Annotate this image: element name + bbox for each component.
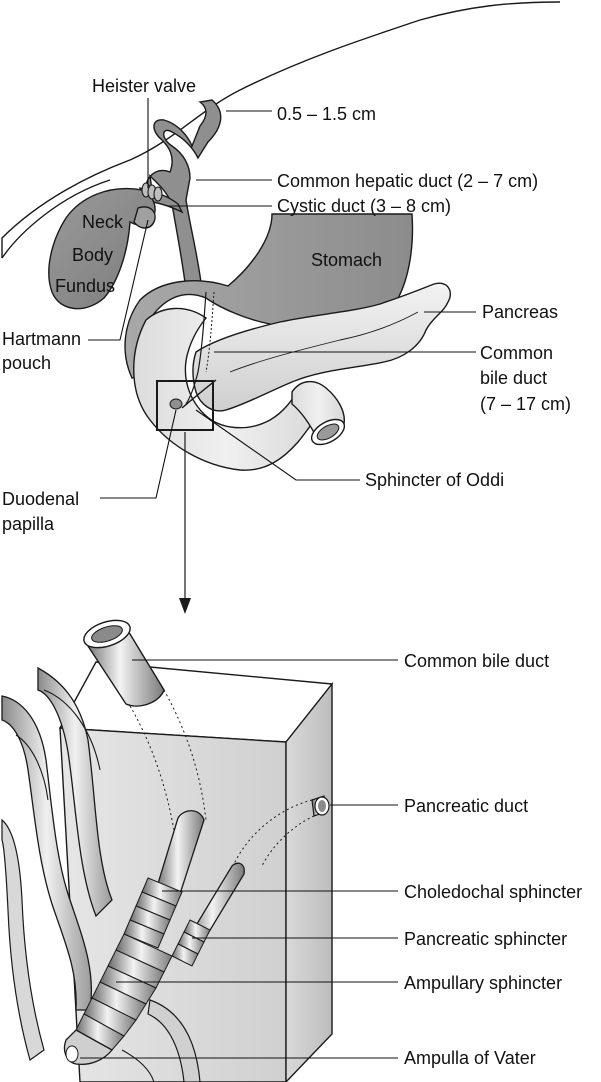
label-duodenal-papilla-line1: Duodenal xyxy=(2,489,79,509)
label-duodenal-papilla-line2: papilla xyxy=(2,514,55,534)
label-ampulla-of-vater: Ampulla of Vater xyxy=(404,1048,536,1068)
label-duct-length: 0.5 – 1.5 cm xyxy=(277,104,376,124)
ampulla-orifice xyxy=(65,1045,79,1063)
label-hartmann-line2: pouch xyxy=(2,353,51,373)
hartmann-pouch xyxy=(133,206,156,229)
duodenal-fold-1 xyxy=(37,666,113,918)
label-neck: Neck xyxy=(82,212,124,232)
label-cbd-upper-line3: (7 – 17 cm) xyxy=(480,394,571,414)
label-heister-valve: Heister valve xyxy=(92,76,196,96)
pancreatic-duct-dotted xyxy=(231,799,313,871)
heister-valve-rings xyxy=(141,182,163,202)
ampullary-sphincter-rings xyxy=(75,933,173,1051)
pancreatic-duct-dotted-2 xyxy=(261,815,315,867)
label-fundus: Fundus xyxy=(55,276,115,296)
zoom-box xyxy=(156,380,214,431)
label-cystic-duct: Cystic duct (3 – 8 cm) xyxy=(277,196,451,216)
pancreatic-sphincter-rings xyxy=(171,919,211,967)
pancreas-contour xyxy=(229,311,419,373)
label-pancreatic-duct: Pancreatic duct xyxy=(404,796,528,816)
liver-outline xyxy=(1,1,561,258)
label-cbd-upper-line2: bile duct xyxy=(480,368,547,388)
tissue-block-side xyxy=(285,681,333,1082)
label-common-bile-duct-lower: Common bile duct xyxy=(404,651,549,671)
label-cbd-upper-line1: Common xyxy=(480,343,553,363)
label-hartmann-line1: Hartmann xyxy=(2,329,81,349)
choledochal-sphincter-rings xyxy=(123,877,183,949)
label-common-hepatic-duct: Common hepatic duct (2 – 7 cm) xyxy=(277,171,538,191)
label-pancreas: Pancreas xyxy=(482,302,558,322)
common-bile-duct-upper xyxy=(185,291,207,405)
label-sphincter-of-oddi: Sphincter of Oddi xyxy=(365,470,504,490)
label-body: Body xyxy=(72,245,113,265)
liver-edge xyxy=(1,179,111,259)
fold-line-1 xyxy=(43,689,101,771)
duodenal-fold-3 xyxy=(1,818,45,1061)
papilla-mark xyxy=(169,398,183,410)
common-bile-duct-upper-inner xyxy=(205,291,215,373)
label-stomach: Stomach xyxy=(311,250,382,270)
fold-line-2 xyxy=(15,734,49,801)
bile-duct-intramural xyxy=(155,810,205,901)
leader-lines xyxy=(80,98,476,1059)
label-choledochal-sphincter: Choledochal sphincter xyxy=(404,882,582,902)
duodenal-fold-4 xyxy=(147,999,201,1082)
bile-duct-dotted-2 xyxy=(163,689,207,821)
zoom-arrow-head xyxy=(179,598,191,614)
fold-line-3 xyxy=(121,1049,155,1082)
label-pancreatic-sphincter: Pancreatic sphincter xyxy=(404,929,567,949)
pancreas xyxy=(192,282,452,412)
label-ampullary-sphincter: Ampullary sphincter xyxy=(404,973,562,993)
